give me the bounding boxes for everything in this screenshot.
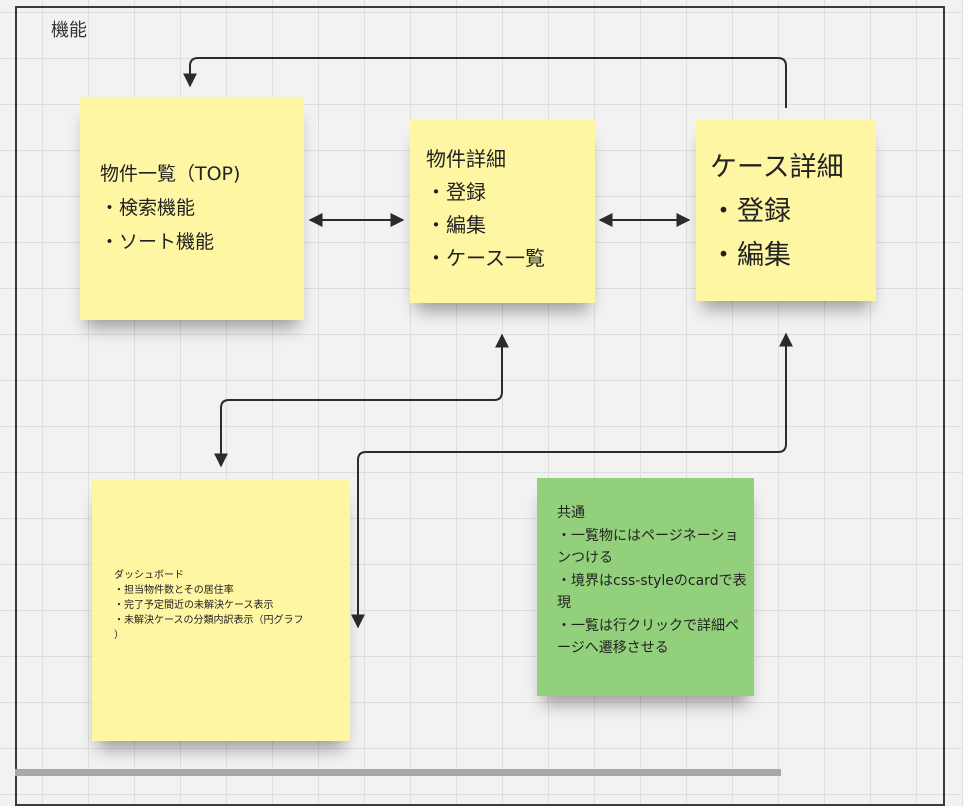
- common-line-heading: 共通: [557, 505, 585, 521]
- frame-title[interactable]: 機能: [51, 20, 87, 41]
- common-line-card-style: ・境界はcss-styleのcardで表現: [557, 572, 747, 612]
- horizontal-scrollbar[interactable]: [15, 769, 781, 776]
- connector-property-dashboard[interactable]: [214, 333, 509, 468]
- sticky-note-list-page-text: 物件一覧（TOP) ・検索機能 ・ソート機能: [100, 163, 241, 253]
- sticky-note-common[interactable]: 共通 ・一覧物にはページネーションつける ・境界はcss-styleのcardで…: [537, 478, 754, 696]
- connectors-layer: [183, 57, 793, 629]
- sticky-note-property-detail[interactable]: 物件詳細 ・登録 ・編集 ・ケース一覧: [410, 120, 595, 303]
- sticky-note-common-text: 共通 ・一覧物にはページネーションつける ・境界はcss-styleのcardで…: [557, 502, 747, 660]
- sticky-note-dashboard-text: ダッシュボード ・担当物件数とその居住率 ・完了予定間近の未解決ケース表示 ・未…: [114, 570, 304, 641]
- sticky-note-dashboard[interactable]: ダッシュボード ・担当物件数とその居住率 ・完了予定間近の未解決ケース表示 ・未…: [92, 480, 350, 741]
- common-line-pagination: ・一覧物にはページネーションつける: [557, 527, 739, 567]
- connector-case-dashboard[interactable]: [351, 332, 793, 629]
- connector-case-to-list[interactable]: [183, 57, 787, 108]
- sticky-note-case-detail[interactable]: ケース詳細 ・登録 ・編集: [696, 120, 876, 301]
- common-line-row-click: ・一覧は行クリックで詳細ページへ遷移させる: [557, 617, 739, 657]
- sticky-note-list-page[interactable]: 物件一覧（TOP) ・検索機能 ・ソート機能: [80, 97, 304, 320]
- sticky-note-property-detail-text: 物件詳細 ・登録 ・編集 ・ケース一覧: [426, 147, 545, 270]
- sticky-note-case-detail-text: ケース詳細 ・登録 ・編集: [710, 152, 844, 271]
